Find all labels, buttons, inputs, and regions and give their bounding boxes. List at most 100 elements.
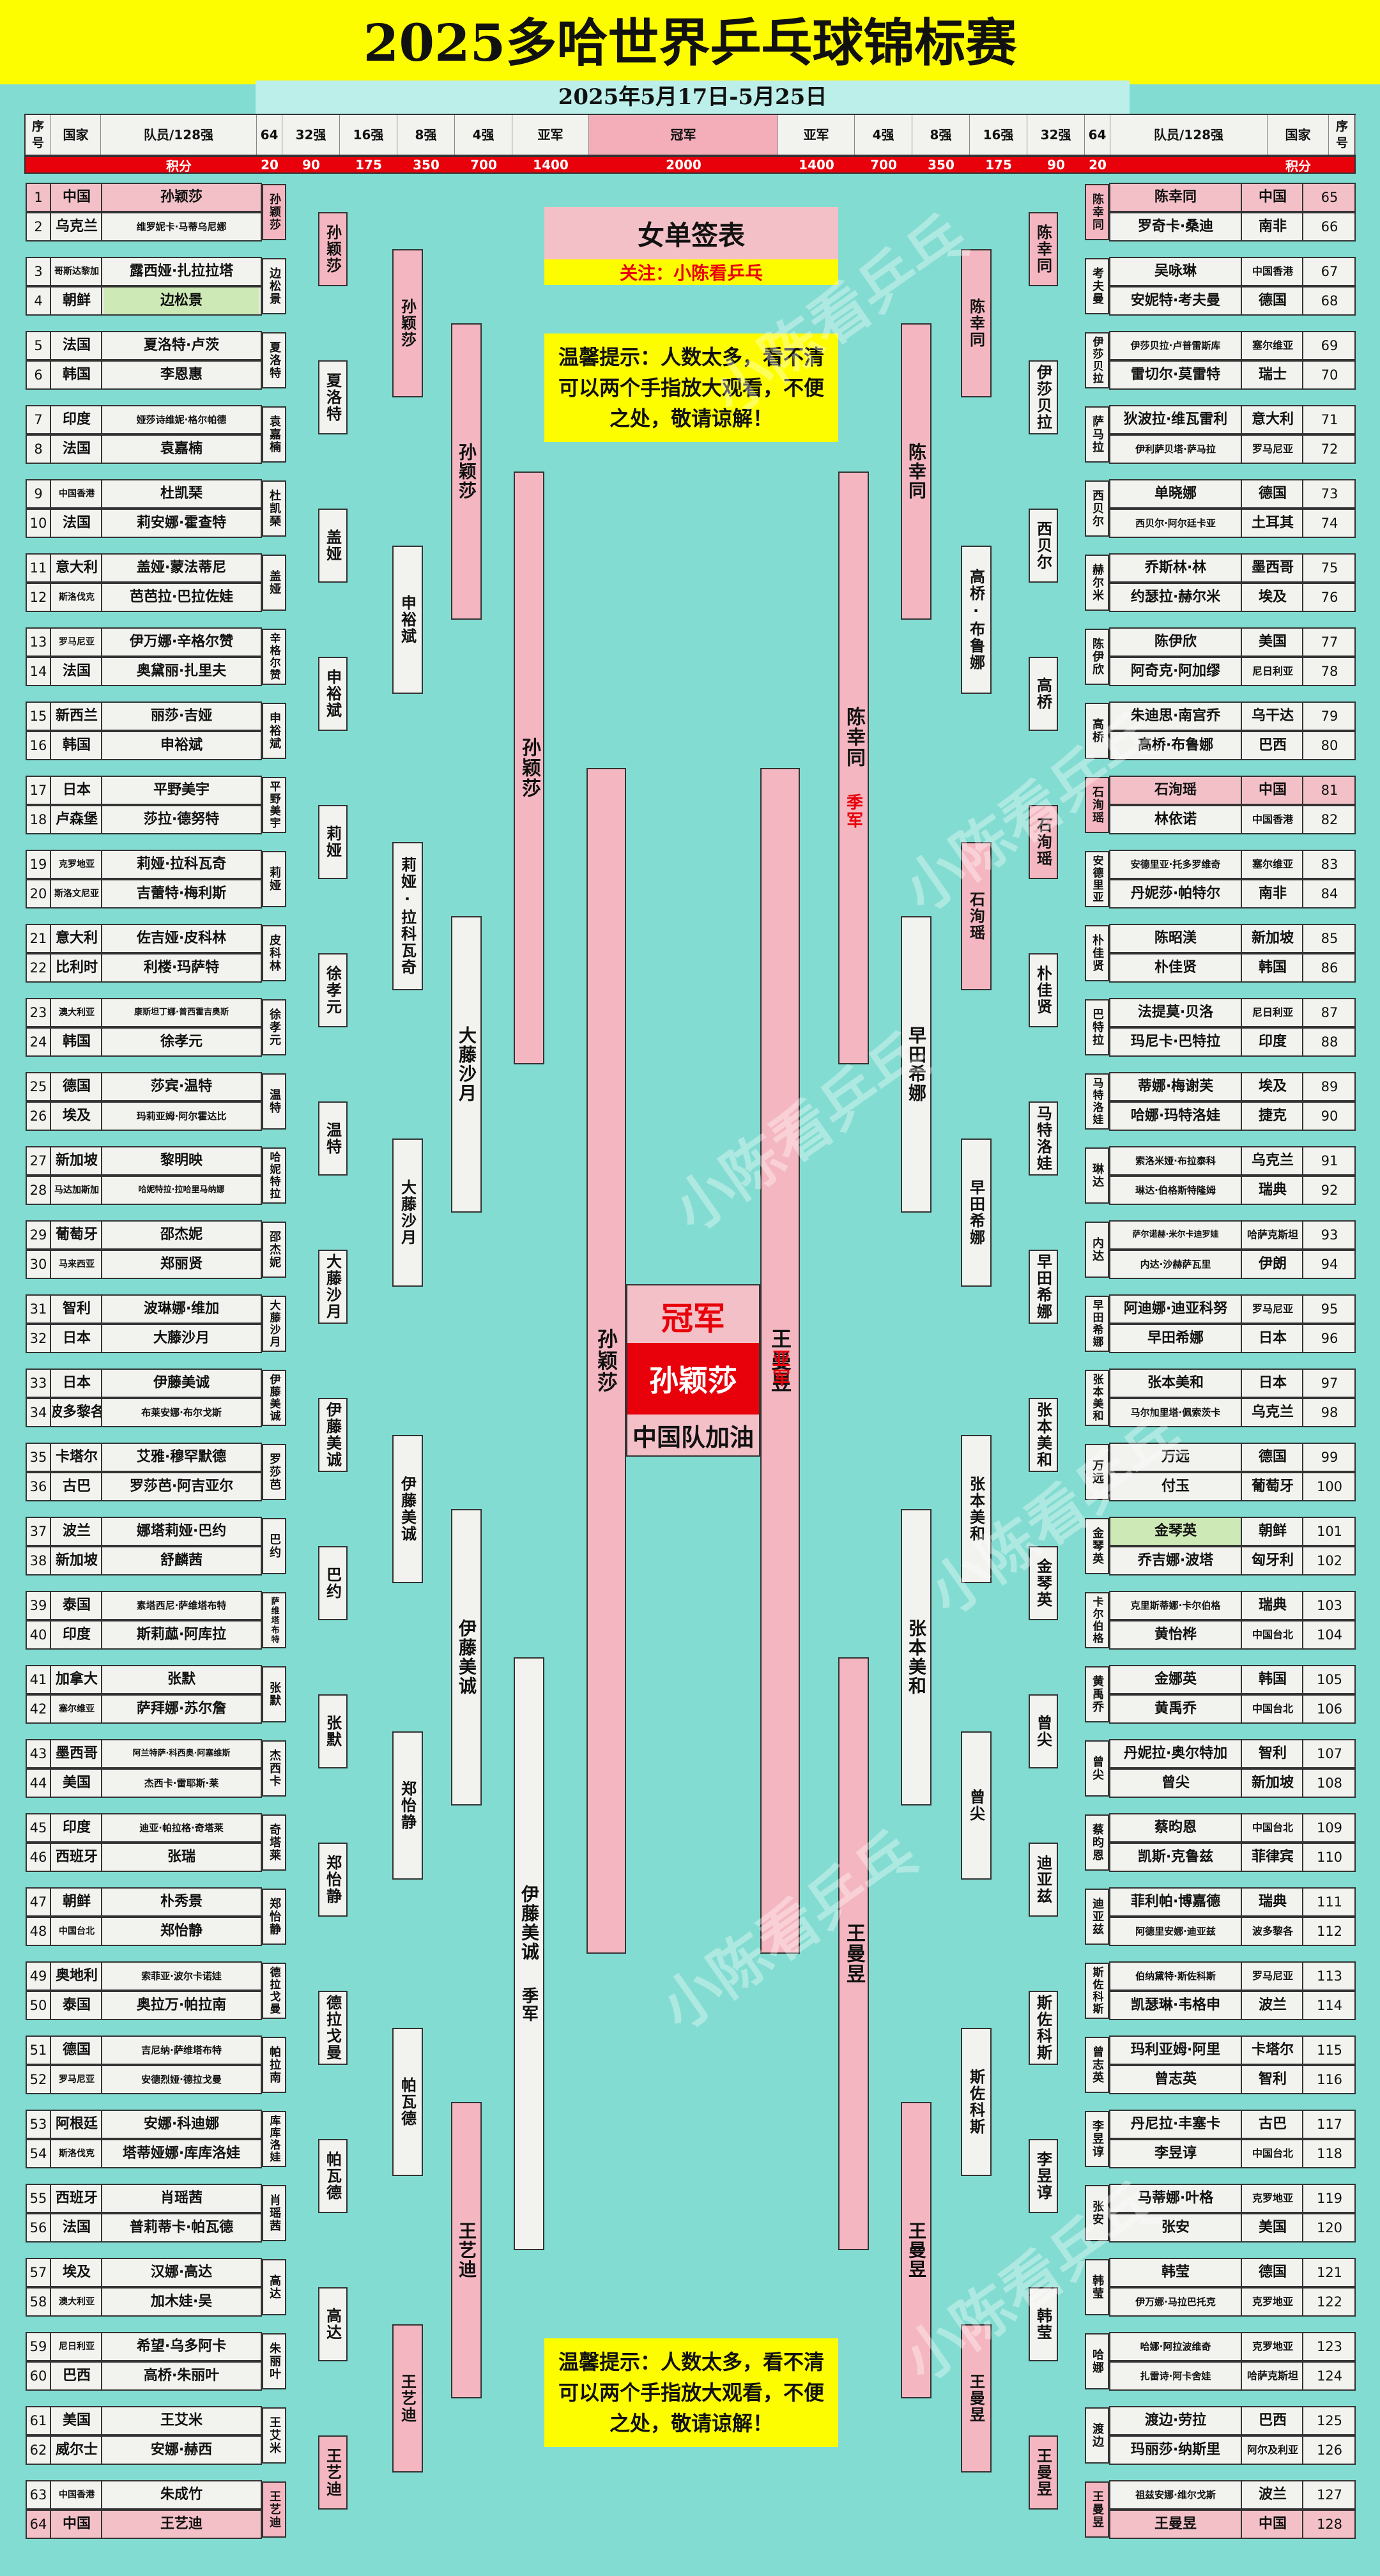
seed-number: 103	[1316, 1598, 1343, 1613]
left-player-row: 34波多黎各布莱安娜·布尔戈斯	[26, 1398, 262, 1427]
seed-number: 18	[27, 806, 51, 833]
country-cell: 墨西哥	[1243, 555, 1303, 581]
country-cell: 意大利	[1243, 406, 1303, 433]
seed-number: 45	[27, 1814, 51, 1841]
player-name: 莎拉·德努特	[143, 811, 220, 827]
player-name: 安娜·科迪娜	[143, 2116, 220, 2132]
country-cell: 加拿大	[52, 1666, 102, 1693]
r64-winner: 迪亚兹	[1085, 1889, 1109, 1945]
player-name: 莉娅·拉科瓦奇	[136, 856, 227, 872]
r32-winner: 金琴英	[1029, 1546, 1058, 1620]
player-name: 佐吉娅·皮科林	[136, 930, 227, 946]
player-name: 蔡昀恩	[1110, 1814, 1242, 1841]
r16-winner: 伊藤美诚	[392, 1435, 423, 1583]
final-left-label: 孙颖莎	[594, 1328, 618, 1393]
country-cell: 中国	[1243, 2511, 1303, 2538]
country-cell: 乌克兰	[1243, 1399, 1303, 1426]
seed-number: 65	[1321, 190, 1338, 205]
player-name: 伊利萨贝塔·萨马拉	[1110, 436, 1242, 463]
country-cell: 墨西哥	[52, 1740, 102, 1767]
r64-winner: 卡尔伯格	[1085, 1592, 1109, 1648]
r32-winner-label: 王曼昱	[1034, 2448, 1052, 2497]
draw-title: 女单签表	[544, 207, 838, 259]
r32-winner: 王曼昱	[1029, 2435, 1058, 2510]
country-cell: 马达加斯加	[52, 1177, 102, 1204]
player-name: 舒麟茜	[160, 1552, 203, 1568]
r64-winner: 陈伊欣	[1085, 629, 1109, 685]
player-name: 塔蒂娅娜·库库洛娃	[122, 2145, 241, 2161]
player-name: 张安	[1110, 2214, 1242, 2241]
third-place-note: 季军	[843, 793, 863, 829]
seed-number: 90	[1321, 1108, 1338, 1124]
country-cell: 中国台北	[1243, 1696, 1303, 1722]
country-cell: 波多黎各	[1243, 1918, 1303, 1945]
r64-winner: 袁嘉楠	[262, 406, 286, 463]
r16-winner-label: 大藤沙月	[398, 1179, 417, 1246]
r64-winner-label: 斯佐科斯	[1090, 1966, 1103, 2015]
seed-number: 10	[27, 510, 51, 537]
country-cell: 韩国	[1243, 1666, 1303, 1693]
header-12: 8强	[912, 115, 970, 155]
country-cell: 乌干达	[1243, 703, 1303, 730]
player-name: 吉蕾特·梅利斯	[136, 885, 227, 901]
r64-winner-label: 帕拉南	[268, 2046, 281, 2084]
r32-winner-label: 迪亚兹	[1034, 1855, 1052, 1905]
r64-winner: 平野美宇	[262, 777, 286, 833]
qf-winner: 孙颖莎	[451, 323, 482, 620]
r64-winner: 考夫曼	[1085, 258, 1109, 314]
player-name: 石洵瑶	[1110, 777, 1242, 804]
r64-winner: 曾尖	[1085, 1740, 1109, 1797]
r64-winner-label: 哈妮特拉	[267, 1151, 280, 1200]
player-name: 夏洛特·卢茨	[143, 337, 220, 353]
r64-winner-label: 大藤沙月	[267, 1300, 280, 1348]
r64-winner-label: 陈幸同	[1091, 193, 1104, 231]
r64-winner-label: 曾志英	[1091, 2046, 1104, 2084]
seed-number: 15	[27, 703, 51, 730]
r64-winner-label: 张默	[268, 1682, 281, 1707]
country-cell: 中国台北	[52, 1918, 102, 1945]
r64-winner-label: 巴特拉	[1091, 1008, 1104, 1046]
player-name: 朴佳贤	[1110, 954, 1242, 981]
player-name: 丹妮拉·奥尔特加	[1110, 1740, 1242, 1767]
country-cell: 中国	[1243, 777, 1303, 804]
player-name: 韩莹	[1110, 2259, 1242, 2286]
country-cell: 中国	[52, 2511, 102, 2538]
final-right: 王曼昱亚军	[760, 768, 800, 1954]
r64-winner: 徐孝元	[262, 999, 286, 1055]
seed-number: 13	[27, 629, 51, 656]
r32-winner-label: 金琴英	[1034, 1558, 1052, 1608]
cheer-text: 中国队加油	[632, 1423, 754, 1452]
player-name: 哈妮特拉·拉哈里马纳娜	[138, 1185, 225, 1195]
header-13: 16强	[970, 115, 1027, 155]
r64-winner-label: 德拉戈曼	[267, 1966, 280, 2015]
r64-winner: 温特	[262, 1073, 286, 1130]
r64-winner: 萨维塔布特	[262, 1592, 286, 1648]
r16-winner: 石洵瑶	[961, 842, 992, 990]
r16-winner-label: 申裕斌	[398, 595, 417, 645]
r64-winner: 马特洛娃	[1085, 1073, 1109, 1130]
seed-number: 50	[27, 1992, 51, 2019]
r64-winner-label: 琳达	[1091, 1163, 1104, 1188]
seed-number: 41	[27, 1666, 51, 1693]
player-name: 盖娅·蒙法蒂尼	[136, 560, 227, 576]
qf-winner-label: 王艺迪	[456, 2221, 477, 2279]
seed-number: 64	[27, 2511, 51, 2538]
r64-winner-label: 李昱谆	[1091, 2120, 1104, 2158]
